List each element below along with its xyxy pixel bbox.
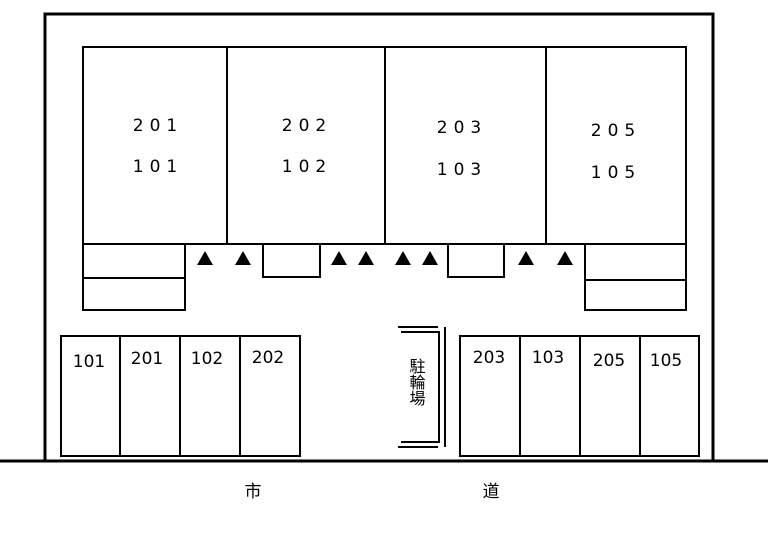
entrance-triangle-icon [235,251,251,265]
entrance-triangle-icon [518,251,534,265]
parking-left: 101 201 102 202 [60,335,301,457]
storage-box [447,243,505,278]
road-label: 道 [483,482,500,502]
bicycle-parking: 駐輪場 [398,326,446,448]
right-wing [584,244,687,311]
unit-upper-label: 202 [282,116,332,136]
unit-upper-label: 205 [591,121,641,141]
building: 201 101 202 102 203 103 205 105 [82,46,687,311]
entrance-triangle-icon [557,251,573,265]
unit-lower-label: 101 [133,157,183,177]
entrance-triangle-icon [395,251,411,265]
unit-lower-label: 102 [282,157,332,177]
entrance-triangle-icon [358,251,374,265]
parking-slot-label: 202 [252,348,284,368]
parking-right: 203 103 205 105 [459,335,700,457]
unit-lower-label: 105 [591,163,641,183]
parking-slot-label: 201 [131,349,163,369]
parking-slot-label: 102 [191,349,223,369]
storage-box [262,243,321,278]
parking-slot-label: 103 [532,348,564,368]
parking-slot-label: 101 [73,352,105,372]
parking-slot-label: 105 [650,351,682,371]
bicycle-parking-frame [401,331,440,443]
entrance-triangle-icon [331,251,347,265]
parking-slot-label: 205 [593,351,625,371]
site-boundary [43,12,715,462]
unit-lower-label: 103 [437,160,487,180]
unit-upper-label: 203 [437,118,487,138]
bicycle-parking-label: 駐輪場 [407,358,426,407]
road-label: 市 [245,482,262,502]
entrance-triangle-icon [197,251,213,265]
parking-slot-label: 203 [473,348,505,368]
entrance-triangle-icon [422,251,438,265]
entrance-markers [197,251,573,265]
unit-upper-label: 201 [133,116,183,136]
